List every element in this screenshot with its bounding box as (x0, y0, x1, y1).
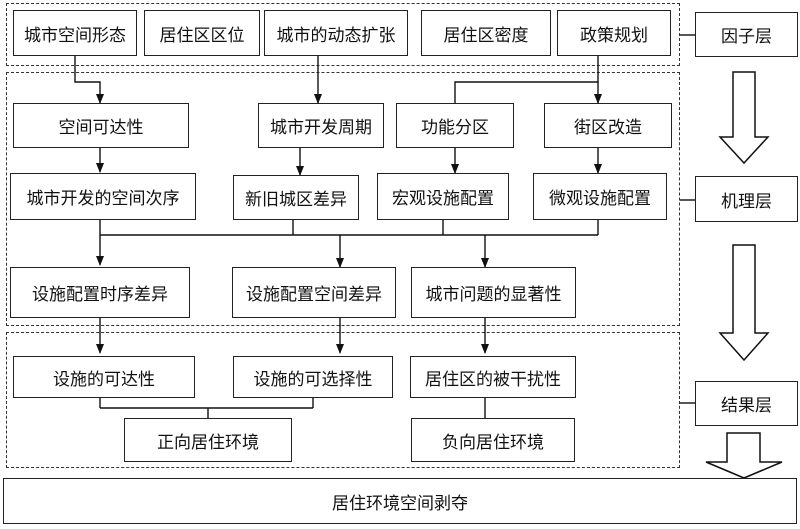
down-arrow-2 (718, 244, 770, 362)
factor-box-location: 居住区区位 (144, 10, 260, 56)
result-box-disturbance: 居住区的被干扰性 (410, 356, 576, 398)
result-box-positive: 正向居住环境 (124, 418, 292, 462)
down-arrow-3 (705, 432, 783, 479)
factor-box-urban-form: 城市空间形态 (13, 10, 137, 56)
result-box-accessibility: 设施的可达性 (13, 356, 195, 398)
mech-box-micro-facility: 微观设施配置 (533, 173, 667, 220)
layer-label-factor: 因子层 (695, 12, 798, 57)
mech-box-timing-diff: 设施配置时序差异 (10, 267, 190, 318)
mech-box-spatial-diff: 设施配置空间差异 (232, 267, 396, 318)
mech-box-macro-facility: 宏观设施配置 (377, 173, 509, 220)
factor-layer-frame (6, 3, 680, 66)
factor-box-expansion: 城市的动态扩张 (264, 10, 408, 56)
result-box-choice: 设施的可选择性 (233, 356, 393, 398)
mech-box-accessibility: 空间可达性 (13, 103, 189, 148)
mech-box-old-new-diff: 新旧城区差异 (233, 175, 359, 220)
down-arrow-1 (718, 71, 770, 165)
layer-label-mechanism: 机理层 (695, 176, 798, 222)
mech-box-zoning: 功能分区 (396, 103, 514, 148)
layer-label-result: 结果层 (695, 381, 798, 426)
factor-box-density: 居住区密度 (421, 10, 551, 56)
mech-box-dev-cycle: 城市开发周期 (258, 103, 384, 148)
final-box: 居住环境空间剥夺 (3, 478, 797, 524)
result-layer-frame (6, 332, 680, 468)
mech-box-block-renewal: 街区改造 (544, 103, 672, 148)
mech-box-urban-problems: 城市问题的显著性 (411, 267, 576, 318)
mechanism-layer-frame (6, 72, 680, 326)
mech-box-dev-sequence: 城市开发的空间次序 (10, 173, 196, 220)
factor-box-policy: 政策规划 (557, 10, 671, 56)
result-box-negative: 负向居住环境 (411, 418, 575, 462)
